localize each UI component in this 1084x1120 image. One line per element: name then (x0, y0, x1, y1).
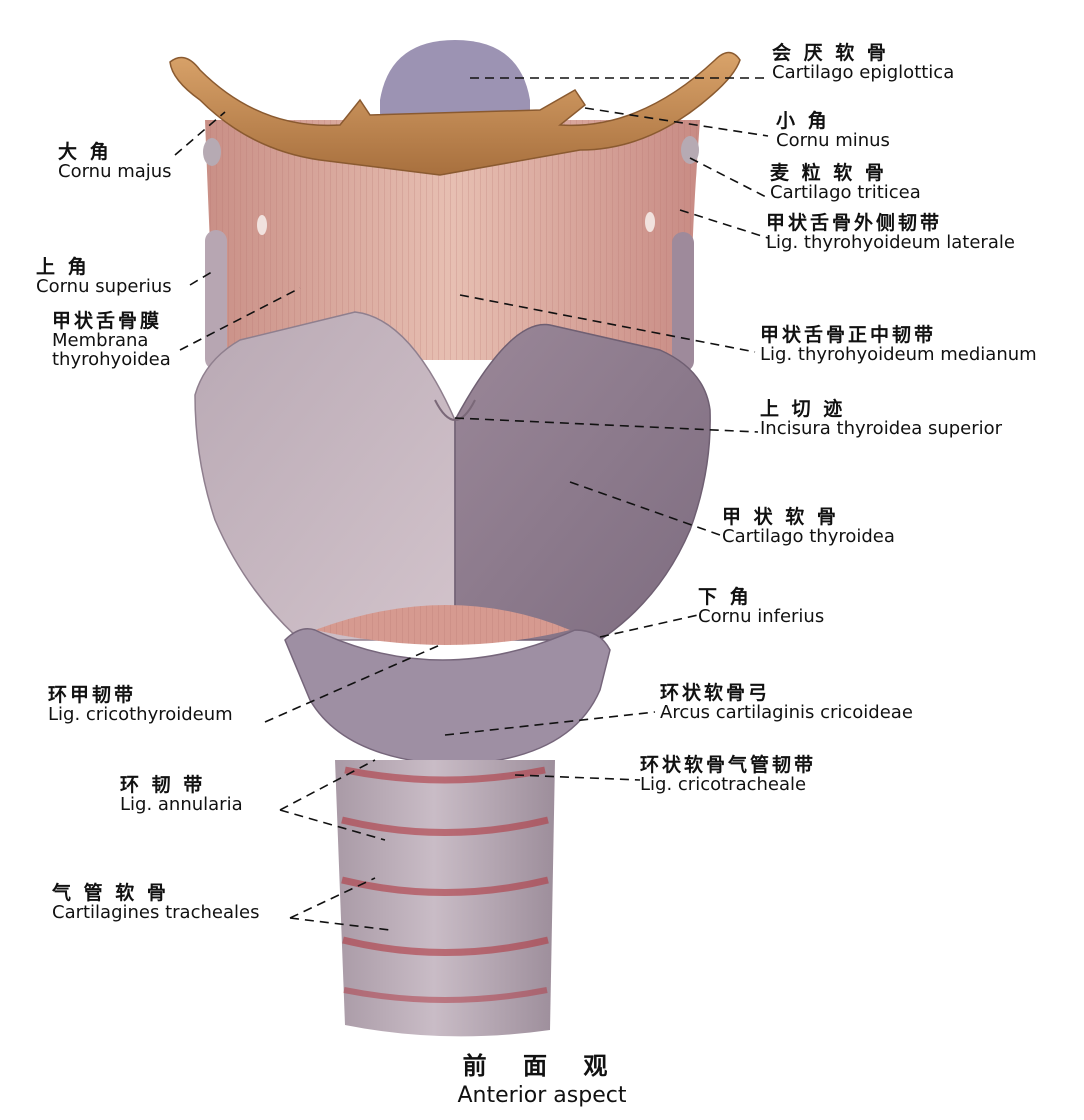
label-cn: 麦 粒 软 骨 (770, 162, 887, 184)
label-median-thyrohyoid-ligament: 甲状舌骨正中韧带 Lig. thyrohyoideum medianum (760, 324, 1037, 365)
triticeous-nodules (203, 136, 699, 235)
label-la: Cartilago epiglottica (772, 61, 955, 83)
label-la: Cartilago triticea (770, 181, 921, 203)
label-la: Lig. thyrohyoideum laterale (766, 231, 1015, 253)
label-cn: 环状软骨弓 (660, 682, 771, 704)
label-cn: 甲状舌骨膜 (52, 310, 163, 332)
label-cornu-superius: 上 角 Cornu superius (36, 256, 172, 297)
label-la: Cornu minus (776, 129, 890, 151)
label-superior-thyroid-notch: 上 切 迹 Incisura thyroidea superior (760, 398, 1003, 439)
label-cricotracheal-ligament: 环状软骨气管韧带 Lig. cricotracheale (640, 754, 817, 795)
leader-lines (174, 77, 769, 931)
label-la: Cornu majus (58, 160, 172, 182)
label-cricoid-arch: 环状软骨弓 Arcus cartilaginis cricoideae (660, 682, 913, 723)
epiglottis-shape (380, 40, 530, 120)
label-la: Lig. cricotracheale (640, 773, 807, 795)
label-la: Cartilagines tracheales (52, 901, 260, 923)
label-la: Arcus cartilaginis cricoideae (660, 701, 913, 723)
label-cn: 气 管 软 骨 (52, 882, 169, 904)
label-cricothyroid-ligament: 环甲韧带 Lig. cricothyroideum (48, 684, 233, 725)
label-thyroid-cartilage: 甲 状 软 骨 Cartilago thyroidea (722, 506, 895, 547)
label-la: Cartilago thyroidea (722, 525, 895, 547)
label-cn: 会 厌 软 骨 (772, 42, 889, 64)
trachea-shape (335, 760, 555, 1037)
hyoid-bone-shape (169, 51, 741, 176)
label-la: Incisura thyroidea superior (760, 417, 1003, 439)
label-annular-ligaments: 环 韧 带 Lig. annularia (120, 774, 243, 815)
label-cn: 下 角 (698, 586, 752, 608)
label-cornu-minus: 小 角 Cornu minus (776, 110, 890, 151)
label-triticeous-cartilage: 麦 粒 软 骨 Cartilago triticea (770, 162, 921, 203)
thyrohyoid-membrane-shape (205, 120, 700, 360)
label-cn: 甲状舌骨外侧韧带 (766, 212, 943, 234)
cricoid-arch-shape (284, 628, 611, 766)
caption-la: Anterior aspect (457, 1083, 627, 1108)
label-thyrohyoid-membrane: 甲状舌骨膜 Membrana thyrohyoidea (52, 310, 171, 370)
label-la: Cornu superius (36, 275, 172, 297)
figure-caption: 前 面 观 Anterior aspect (0, 1046, 1084, 1108)
label-tracheal-cartilages: 气 管 软 骨 Cartilagines tracheales (52, 882, 260, 923)
caption-cn: 前 面 观 (462, 1052, 622, 1080)
label-la: Lig. annularia (120, 793, 243, 815)
label-cn: 环状软骨气管韧带 (640, 754, 817, 776)
thyroid-cartilage-shape (194, 311, 711, 641)
label-la-2: thyrohyoidea (52, 348, 171, 370)
label-cn: 上 切 迹 (760, 398, 846, 420)
label-cn: 大 角 (58, 141, 112, 163)
label-cn: 环 韧 带 (120, 774, 206, 796)
label-cn: 甲状舌骨正中韧带 (760, 324, 937, 346)
label-lateral-thyrohyoid-ligament: 甲状舌骨外侧韧带 Lig. thyrohyoideum laterale (766, 212, 1015, 253)
label-cornu-inferius: 下 角 Cornu inferius (698, 586, 825, 627)
label-cornu-majus: 大 角 Cornu majus (58, 141, 172, 182)
label-cn: 环甲韧带 (48, 684, 137, 706)
label-la: Cornu inferius (698, 605, 825, 627)
label-la-1: Membrana (52, 329, 149, 351)
label-epiglottic-cartilage: 会 厌 软 骨 Cartilago epiglottica (772, 42, 955, 83)
cricothyroid-ligament-shape (315, 605, 570, 645)
label-cn: 小 角 (776, 110, 830, 132)
label-cn: 上 角 (36, 256, 90, 278)
label-la: Lig. thyrohyoideum medianum (760, 343, 1037, 365)
label-la: Lig. cricothyroideum (48, 703, 233, 725)
label-cn: 甲 状 软 骨 (722, 506, 839, 528)
